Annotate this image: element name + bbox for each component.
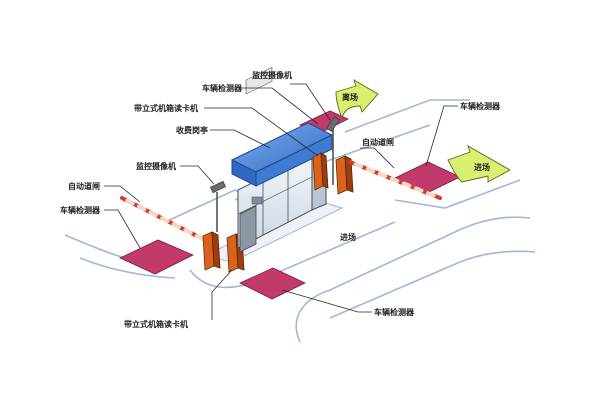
leader-auto-gate-right: [360, 147, 395, 169]
leader-toll-booth: [210, 129, 271, 149]
detector-pad-right: [394, 161, 461, 194]
label-auto-gate-right: 自动道闸: [362, 137, 394, 147]
exit-arrow-icon: [335, 79, 379, 120]
leader-vehicle-detector-bottom: [281, 289, 372, 313]
leader-lines: [104, 83, 458, 320]
leader-camera-top: [290, 83, 331, 121]
leader-card-reader-bottom: [211, 269, 233, 320]
exit-arrow-label: 离场: [342, 92, 358, 102]
leader-auto-gate-left: [104, 185, 141, 203]
label-camera-left: 监控摄像机: [136, 161, 176, 171]
road-bottom-inner: [329, 250, 536, 319]
label-vehicle-detector-bottom: 车辆检测器: [374, 307, 415, 317]
road-right-mid: [394, 179, 521, 209]
label-card-reader-top: 带立式机箱读卡机: [134, 103, 198, 113]
label-card-reader-bottom: 带立式机箱读卡机: [124, 319, 188, 329]
label-vehicle-detector-top: 车辆检测器: [202, 83, 243, 93]
entry-arrow-label: 进场: [474, 162, 490, 172]
camera-pole-left: [209, 180, 227, 232]
exit-arrow: 离场: [335, 79, 379, 120]
label-toll-booth: 收费岗亭: [176, 125, 208, 135]
leader-vehicle-detector-right: [425, 105, 458, 167]
barrier-arm-right: [348, 160, 442, 200]
callout-labels: 车辆检测器 监控摄像机 带立式机箱读卡机 收费岗亭 监控摄像机 自动道闸 车辆检…: [60, 70, 501, 329]
label-vehicle-detector-left: 车辆检测器: [60, 205, 101, 215]
leader-vehicle-detector-top: [238, 87, 319, 125]
camera-left-icon: [209, 180, 227, 194]
label-vehicle-detector-right: 车辆检测器: [460, 101, 501, 111]
leader-card-reader-top: [204, 107, 319, 157]
label-camera-top: 监控摄像机: [252, 70, 292, 80]
camera-pole-right: [326, 116, 340, 185]
booth-door: [239, 205, 257, 253]
barrier-left[interactable]: [120, 196, 221, 271]
leader-vehicle-detector-left: [104, 209, 141, 249]
road-right-top: [344, 99, 470, 133]
leader-camera-left: [180, 165, 215, 185]
entry-arrow: 进场: [447, 145, 511, 183]
label-auto-gate-left: 自动道闸: [68, 181, 100, 191]
road-bottom-curve: [295, 216, 531, 343]
card-reader-right: [312, 152, 329, 191]
road-island-left: [164, 189, 251, 223]
road-left-lower: [79, 257, 176, 279]
detector-pad-bottom: [239, 267, 306, 300]
toll-booth: [230, 66, 334, 253]
camera-right-icon: [326, 116, 340, 132]
detector-pad-left: [119, 239, 194, 275]
barrier-right[interactable]: [335, 155, 442, 200]
entry-arrow-icon: [447, 145, 511, 183]
entry-road-label: 进场: [340, 232, 356, 242]
